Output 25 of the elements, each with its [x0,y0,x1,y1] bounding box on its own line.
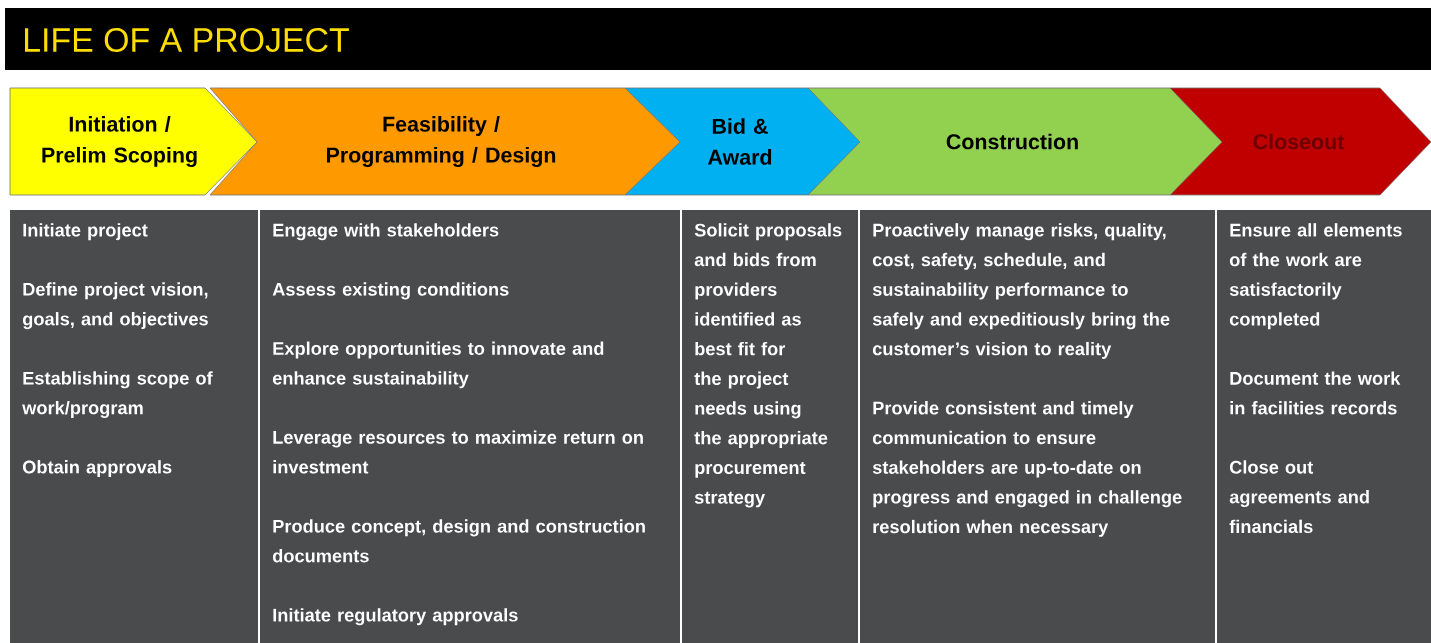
node-label: Assess existing conditions [272,282,509,300]
phase-band: Bid & Award [624,87,861,196]
node-label: Leverage resources to maximize return on investment [273,430,643,474]
node-label: Provide consistent and timely communication to ensure stakeholders are up-to-date on progress and engaged in challenge resolution when necessary [872,401,1182,537]
phase-band: Construction [807,87,1223,196]
column-panel: Initiate project Define project vision, goals, and objectives Establishing scope of work/program Obtain approvals [10,210,258,643]
node-label: Ensure all elements of the work are satisfactorily completed [1229,223,1402,330]
column-panel: Solicit proposals and bids from providers identified as best fit for the project needs using the appropriate procurement strategy [682,210,858,643]
node-label: Initiate regulatory approvals [273,608,518,626]
node-label: Establishing scope of work/program [22,371,213,419]
node-label: Define project vision, goals, and objectives [22,282,208,330]
title-bar: LIFE OF A PROJECT [5,8,1431,70]
phase-band: Closeout [1169,87,1431,196]
node-label: Obtain approvals [22,460,172,478]
node-label: Engage with stakeholders [273,223,499,241]
node-label: Initiate project [23,223,148,241]
column-panel: Ensure all elements of the work are satisfactorily completed Document the work in facilities records Close out agreements and financials [1217,210,1431,643]
node-label: Explore opportunities to innovate and enhance sustainability [272,341,604,389]
node-label: Proactively manage risks, quality, cost, safety, schedule, and sustainability performance to safely and expeditiously bring the customer’s vision to reality [872,223,1170,359]
node-label: Produce concept, design and construction documents [272,519,645,563]
column-panel: Engage with stakeholders Assess existing conditions Explore opportunities to innovate and enhance sustainability Leverage resources to maximize return on investment Produce concept, design and construction documents Initiate regulatory approvals [260,210,680,643]
node-label: Document the work in facilities records [1230,371,1401,415]
column-panel: Proactively manage risks, quality, cost, safety, schedule, and sustainability performance to safely and expeditiously bring the customer’s vision to reality Provide consistent and timely communication to ensure stakeholders are up-to-date on progress and engaged in challenge resolution when necessary [860,210,1215,643]
node-label: Close out agreements and financials [1229,460,1369,534]
node-label: Solicit proposals and bids from providers identified as best fit for the project needs using the appropriate procurement strategy [694,223,842,508]
